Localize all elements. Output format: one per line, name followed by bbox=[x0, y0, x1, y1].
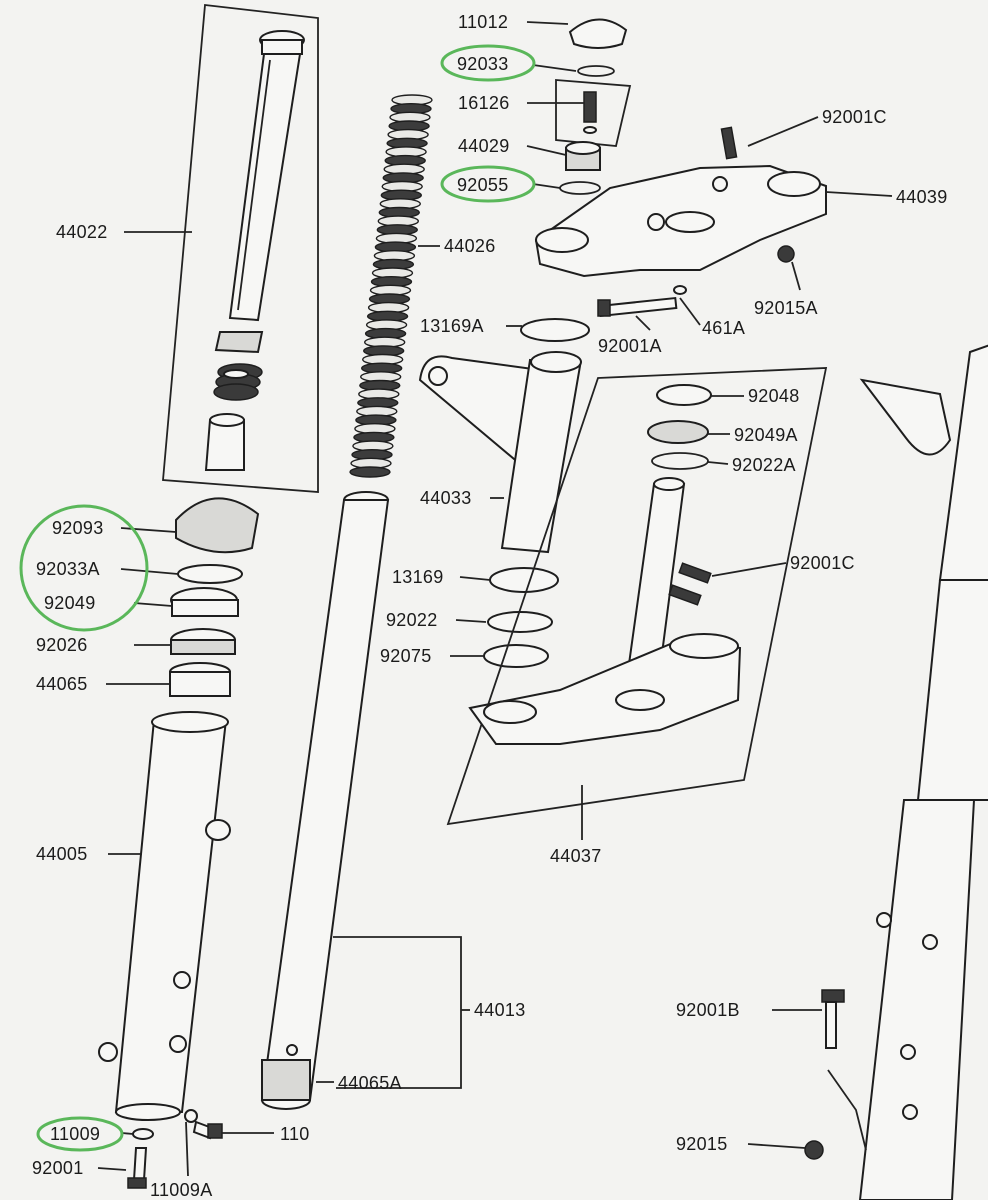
highlight-92055 bbox=[440, 165, 536, 203]
label-44033: 44033 bbox=[420, 488, 472, 508]
label-44022: 44022 bbox=[56, 222, 108, 242]
label-92001b: 92001B bbox=[676, 1000, 740, 1020]
label-92026: 92026 bbox=[36, 635, 88, 655]
rebound-spring bbox=[213, 363, 263, 401]
box-44022 bbox=[162, 4, 319, 493]
lower-clamp-44037 bbox=[446, 367, 828, 826]
label-92001c-mid: 92001C bbox=[790, 553, 855, 573]
highlight-marks bbox=[19, 44, 536, 1152]
label-92048: 92048 bbox=[748, 386, 800, 406]
label-92022: 92022 bbox=[386, 610, 438, 630]
upper-clamp-44039 bbox=[534, 126, 827, 318]
label-92001a: 92001A bbox=[598, 336, 662, 356]
label-44065: 44065 bbox=[36, 674, 88, 694]
spring-coil bbox=[349, 466, 391, 478]
highlight-seal-group bbox=[19, 504, 149, 632]
highlight-11009 bbox=[36, 1116, 124, 1152]
leader-lines bbox=[97, 21, 893, 1177]
label-92001: 92001 bbox=[32, 1158, 84, 1178]
label-92015: 92015 bbox=[676, 1134, 728, 1154]
label-44029: 44029 bbox=[458, 136, 510, 156]
label-44005: 44005 bbox=[36, 844, 88, 864]
label-13169a: 13169A bbox=[420, 316, 484, 336]
label-110: 110 bbox=[280, 1124, 310, 1144]
label-11012: 11012 bbox=[458, 12, 508, 32]
highlight-92033 bbox=[440, 44, 536, 82]
fork-seal-parts bbox=[169, 497, 260, 697]
label-44037: 44037 bbox=[550, 846, 602, 866]
label-92049: 92049 bbox=[44, 593, 96, 613]
label-92093: 92093 bbox=[52, 518, 104, 538]
label-11009a: 11009A bbox=[150, 1180, 213, 1200]
label-44065a: 44065A bbox=[338, 1073, 402, 1093]
stem-bearings bbox=[647, 384, 712, 470]
label-44026: 44026 bbox=[444, 236, 496, 256]
label-92015a: 92015A bbox=[754, 298, 818, 318]
label-92001c-top: 92001C bbox=[822, 107, 887, 127]
label-92022a: 92022A bbox=[732, 455, 796, 475]
label-16126: 16126 bbox=[458, 93, 510, 113]
fork-spring-44026 bbox=[349, 94, 433, 478]
label-92049a: 92049A bbox=[734, 425, 798, 445]
damper-rod-44022 bbox=[204, 30, 305, 471]
label-92075: 92075 bbox=[380, 646, 432, 666]
assembled-fork-right bbox=[804, 344, 988, 1200]
bottom-bolts bbox=[127, 1109, 223, 1189]
label-92033: 92033 bbox=[457, 54, 509, 74]
top-cap-parts bbox=[555, 18, 632, 195]
outer-tube-44005 bbox=[98, 711, 231, 1121]
label-44013: 44013 bbox=[474, 1000, 526, 1020]
label-92055: 92055 bbox=[457, 175, 509, 195]
label-44039: 44039 bbox=[896, 187, 948, 207]
part-labels: 11012 92033 16126 44029 92055 92001C 440… bbox=[32, 12, 948, 1200]
label-11009: 11009 bbox=[50, 1124, 100, 1144]
label-92033a: 92033A bbox=[36, 559, 100, 579]
label-461a: 461A bbox=[702, 318, 745, 338]
label-13169: 13169 bbox=[392, 567, 444, 587]
inner-tube-44013 bbox=[260, 491, 462, 1110]
